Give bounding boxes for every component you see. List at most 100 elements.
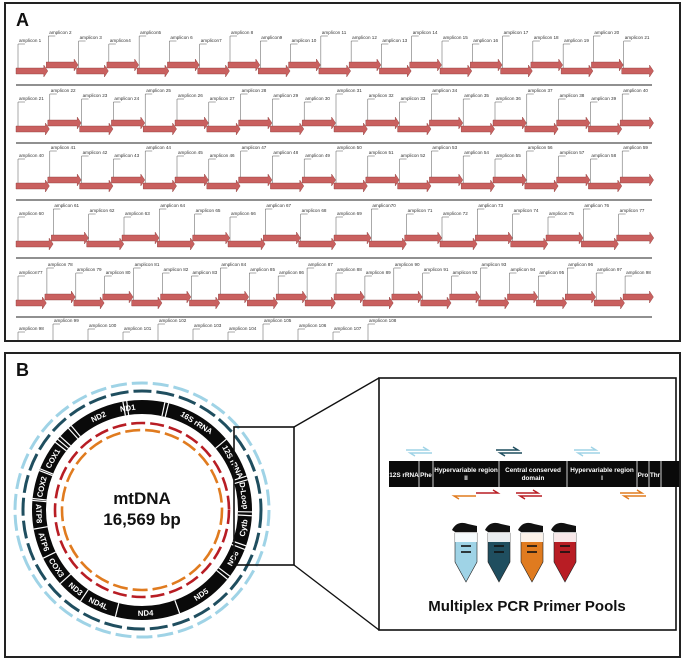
amplicon-label: amplicon 104	[229, 326, 257, 331]
amplicon-label: amplicon 63	[125, 211, 150, 216]
amplicon-label: amplicon 82	[164, 267, 189, 272]
amplicon-2-8: amplicon 28	[238, 88, 273, 130]
amplicon-1-8: amplicon 8	[227, 30, 261, 72]
amplicon-connector	[512, 213, 520, 242]
amplicon-label: amplicon 80	[106, 270, 131, 275]
amplicon-label: amplicon 12	[352, 35, 377, 40]
amplicon-connector	[272, 98, 280, 127]
amplicon-arrow	[348, 58, 382, 72]
amplicon-connector	[300, 213, 308, 242]
amplicon-3-8: amplicon 47	[238, 145, 273, 187]
amplicon-4-5: amplicon 64	[157, 203, 195, 251]
ring-segment-label: ATP8	[34, 504, 44, 524]
amplicon-arrow	[174, 116, 209, 130]
amplicon-label: amplicon 14	[413, 30, 438, 35]
amplicon-label: amplicon 20	[594, 30, 619, 35]
amplicon-connector	[229, 216, 237, 242]
amplicon-3-13: amplicon 52	[397, 153, 432, 193]
amplicon-label: amplicon 92	[453, 270, 478, 275]
amplicon-label: amplicon 18	[534, 35, 559, 40]
amplicon-2-7: amplicon 27	[206, 96, 241, 136]
amplicon-label: amplicon 54	[464, 150, 489, 155]
amplicon-label: amplicon 40	[623, 88, 648, 93]
amplicon-connector	[260, 40, 268, 69]
detail-panel	[378, 377, 677, 631]
amplicon-arrow	[333, 231, 372, 245]
amplicon-label: amplicon 1	[19, 38, 42, 43]
amplicon-label: amplicon 96	[568, 262, 593, 267]
amplicon-label: amplicon 41	[51, 145, 76, 150]
amplicon-2-4: amplicon 24	[111, 96, 146, 130]
amplicon-arrow	[530, 58, 563, 72]
amplicon-connector	[367, 155, 375, 178]
amplicon-label: amplicon 91	[424, 267, 449, 272]
amplicon-connector	[49, 93, 57, 121]
amplicon-label: amplicon 46	[210, 153, 235, 158]
amplicon-arrow	[275, 290, 307, 304]
trna-tick	[32, 499, 47, 503]
amplicon-label: amplicon4	[110, 38, 131, 43]
amplicon-label: amplicon7	[201, 38, 222, 43]
amplicon-label: amplicon 76	[584, 203, 609, 208]
amplicon-arrow	[461, 122, 495, 136]
amplicon-arrow	[492, 173, 527, 187]
pool4-ring	[53, 421, 231, 599]
amplicon-connector	[17, 331, 25, 340]
amplicon-label: amplicon 43	[114, 153, 139, 158]
amplicon-arrow	[404, 231, 443, 245]
amplicon-5-11: amplicon 87	[304, 262, 336, 310]
amplicon-connector	[621, 150, 630, 178]
trna-tick	[42, 551, 56, 559]
amplicon-arrow	[333, 290, 365, 304]
amplicon-connector	[558, 98, 566, 121]
panel-b-letter: B	[16, 360, 29, 380]
ring-segment-label: D-Loop	[237, 482, 250, 510]
amplicon-arrow	[160, 290, 192, 304]
amplicon-connector	[104, 275, 112, 295]
amplicon-connector	[406, 213, 414, 236]
primer-arrow	[620, 489, 645, 494]
amplicon-label: amplicon 73	[478, 203, 503, 208]
amplicon-arrow	[524, 122, 559, 136]
amplicon-label: amplicon 64	[160, 203, 185, 208]
amplicon-arrow	[46, 58, 79, 72]
amplicon-label: amplicon 72	[443, 211, 468, 216]
amplicon-label: amplicon 86	[279, 270, 304, 275]
amplicon-arrow	[302, 116, 336, 130]
amplicon-label: amplicon 77	[620, 208, 645, 213]
amplicon-1-13: amplicon 13	[379, 38, 412, 78]
trna-tick	[164, 403, 170, 417]
amplicon-5-2: amplicon 78	[44, 262, 76, 304]
amplicon-label: amplicon 61	[54, 203, 79, 208]
amplicon-label: amplicon 16	[473, 38, 498, 43]
amplicon-arrow	[44, 290, 76, 304]
amplicon-arrow	[379, 64, 412, 78]
amplicon-arrow	[581, 237, 619, 251]
amplicon-arrow	[15, 296, 47, 310]
amplicon-1-3: amplicon 3	[76, 35, 109, 78]
amplicon-arrow	[247, 296, 278, 310]
amplicon-arrow	[524, 179, 559, 193]
amplicon-arrow	[270, 122, 305, 136]
amplicon-arrow	[197, 64, 230, 78]
amplicon-label: amplicon70	[372, 203, 396, 208]
ring-band	[32, 400, 252, 620]
amplicon-connector	[249, 272, 257, 301]
amplicon-2-12: amplicon 32	[365, 93, 400, 130]
zoom-box	[233, 426, 295, 566]
amplicon-label: amplicon 17	[504, 30, 529, 35]
amplicon-5-3: amplicon 79	[73, 267, 105, 310]
amplicon-4-11: amplicon70	[369, 203, 407, 251]
amplicon-connector	[399, 158, 407, 184]
amplicon-arrow	[238, 116, 273, 130]
amplicon-connector	[169, 40, 177, 63]
amplicon-connector	[335, 216, 343, 236]
amplicon-label: amplicon 65	[196, 208, 221, 213]
amplicon-arrow	[270, 179, 305, 193]
amplicon-3-20: amplicon 59	[620, 145, 654, 187]
amplicon-5-17: amplicon 93	[478, 262, 510, 310]
amplicon-label: amplicon 89	[366, 270, 391, 275]
